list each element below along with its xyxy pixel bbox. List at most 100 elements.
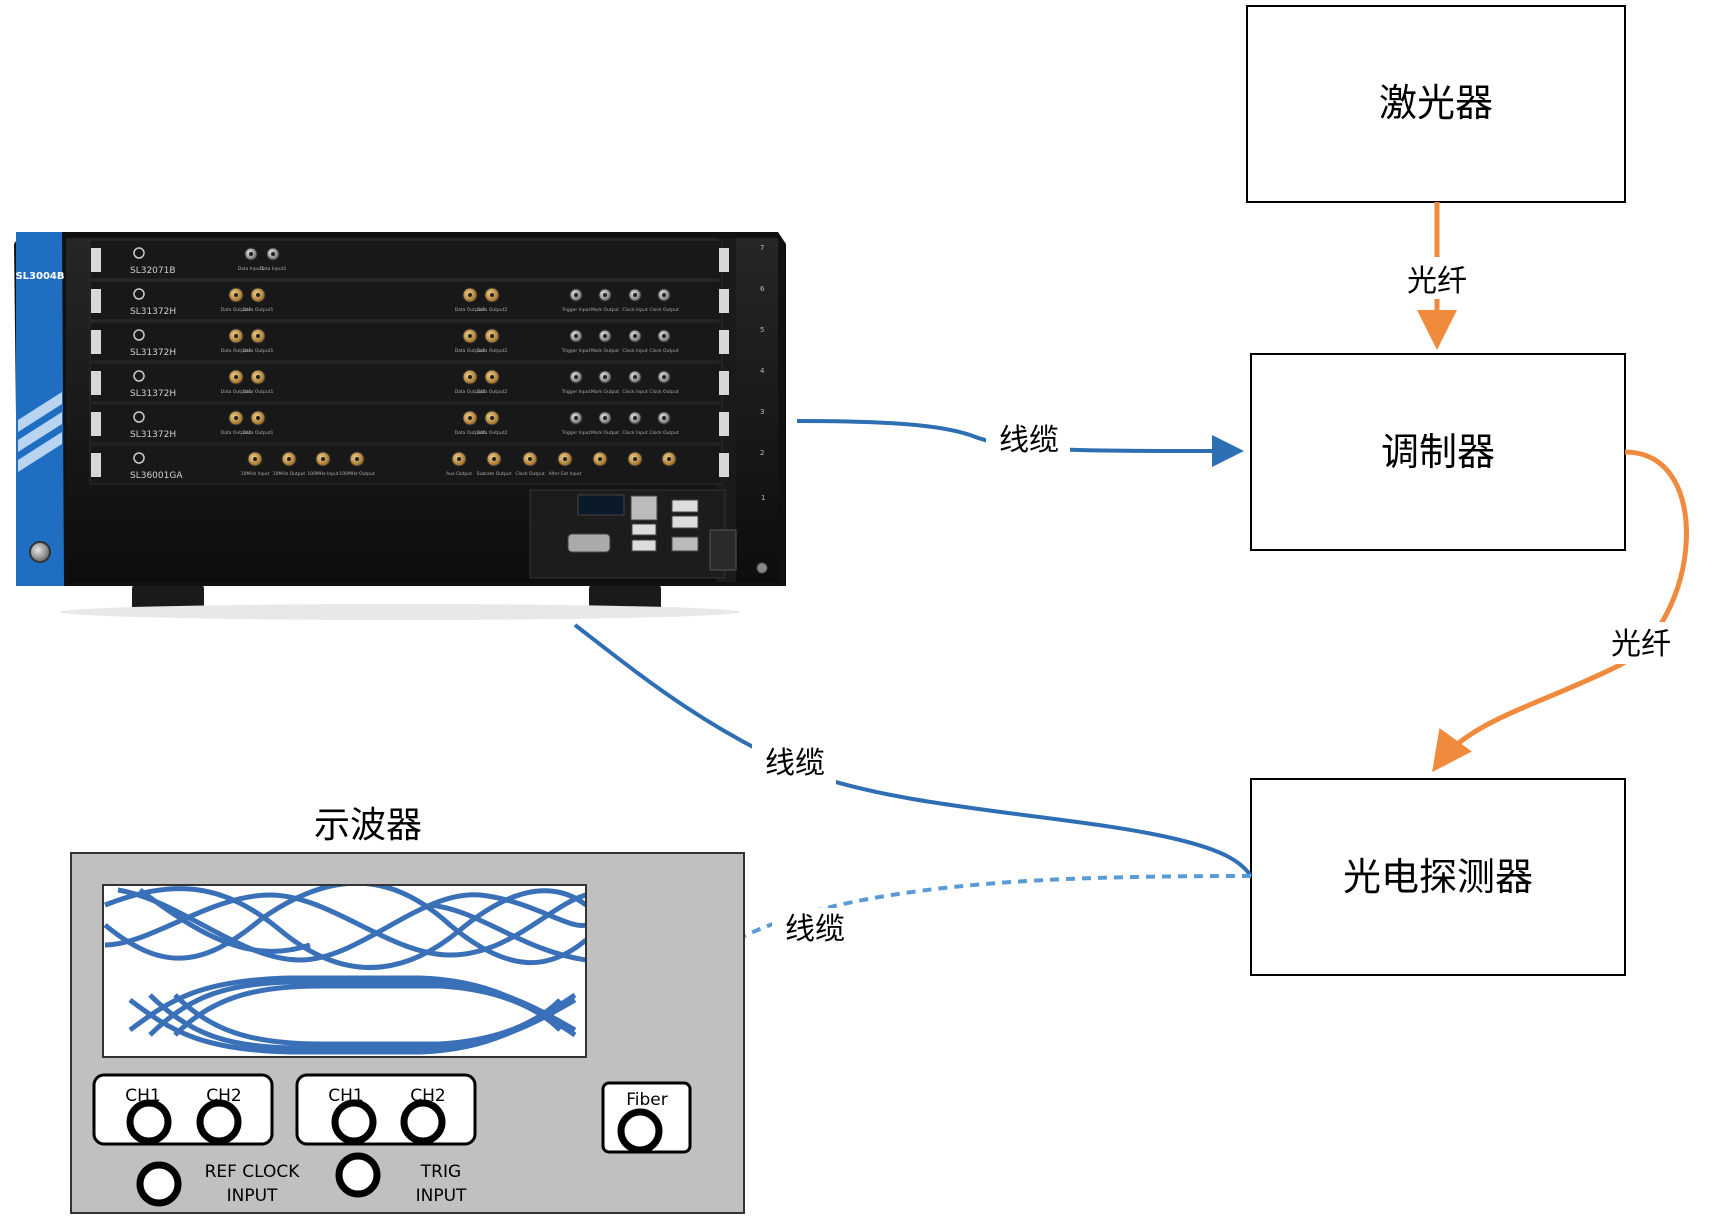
slot-latch-left[interactable] [91,330,101,354]
connector-label: Data Output2 [477,430,508,436]
trig-label-1: TRIG [420,1162,461,1182]
connector-pin [598,457,602,461]
connector-label: Clock Output [649,430,679,436]
slot-number: 4 [760,367,765,375]
usb-port-2[interactable] [631,539,657,552]
module-logo-icon [133,247,145,259]
ref-clock-label-2: INPUT [227,1186,278,1206]
connector-label: Data Output1 [243,307,274,313]
fiber-label-2: 光纤 [1611,627,1671,662]
slot-latch-left[interactable] [91,289,101,313]
slot-latch-right[interactable] [719,412,729,436]
laser-block: 激光器 [1246,5,1626,203]
slot-latch-left[interactable] [91,412,101,436]
connector-label: Data Output1 [221,430,252,436]
module-model: SL31372H [130,348,176,358]
ch2-connector-g1[interactable] [196,1099,242,1145]
connector-label: Aux Output [446,471,472,477]
connector-label: Clock Output [649,307,679,313]
connector-label: Data Output2 [455,307,486,313]
connector-pin [234,293,238,297]
connector-pin [468,416,472,420]
slot-number-1: 1 [761,494,765,502]
ch1-connector-g1[interactable] [126,1099,172,1145]
connector-pin [667,457,671,461]
connector-label: Data Output1 [243,389,274,395]
connector-pin [662,375,666,379]
connector-label: Trigger Input [561,430,591,436]
slot-latch-right[interactable] [719,371,729,395]
connector-pin [256,416,260,420]
usb-port-1[interactable] [631,523,657,536]
connector-pin [321,457,325,461]
chassis-foot-right [589,583,661,613]
controller-slot: 1 [529,489,765,579]
ground-terminal[interactable] [756,562,768,574]
usb-port-3[interactable] [671,499,699,513]
connector-pin [633,375,637,379]
slot-latch-left[interactable] [91,248,101,272]
connector-pin [271,252,275,256]
connector-pin [563,457,567,461]
connector-label: Mark Output [591,307,619,313]
connector-pin [457,457,461,461]
connector-label: 10MHz Input [241,471,270,477]
connector-pin [603,416,607,420]
connector-pin [603,293,607,297]
connector-pin [574,293,578,297]
modulator-block: 调制器 [1250,353,1626,551]
slot-latch-right[interactable] [719,248,729,272]
connector-pin [355,457,359,461]
cable-label-3: 线缆 [785,912,845,947]
connector-pin [234,375,238,379]
channel-group-1 [92,1073,274,1146]
ch1-connector-g2[interactable] [331,1099,377,1145]
connector-label: Data Output1 [221,348,252,354]
connector-label: Trigger Input [561,348,591,354]
connector-label: Clock Input [622,307,648,313]
slot-latch-right[interactable] [719,289,729,313]
connector-label: Data Output2 [477,389,508,395]
laser-label: 激光器 [1379,81,1493,125]
cable-label-1: 线缆 [999,423,1059,458]
connector-pin [468,375,472,379]
connector-label: Subrate Output [477,471,512,477]
connector-label: Data Output2 [477,307,508,313]
vga-port[interactable] [567,533,611,553]
fiber-connector[interactable] [617,1108,663,1154]
slot-latch-right[interactable] [719,453,729,477]
trig-label-2: INPUT [416,1186,467,1206]
ref-clock-connector[interactable] [136,1161,182,1207]
slot-latch-left[interactable] [91,453,101,477]
slot-latch-left[interactable] [91,371,101,395]
ch2-connector-g2[interactable] [400,1099,446,1145]
connector-label: Clock Input [622,430,648,436]
hdmi-port[interactable] [671,536,699,552]
connector-pin [249,252,253,256]
connector-pin [633,457,637,461]
connector-pin [603,375,607,379]
oscilloscope: 示波器 CH1 CH2 CH1 CH2 [70,805,745,1214]
connector-label: Data Output1 [243,348,274,354]
photodetector-block: 光电探测器 [1250,778,1626,976]
power-button[interactable] [29,541,51,563]
connector-pin [633,416,637,420]
connector-pin [492,457,496,461]
slot-latch-right[interactable] [719,330,729,354]
connector-pin [256,293,260,297]
usb-port-4[interactable] [671,515,699,529]
connector-pin [490,293,494,297]
module-model: SL31372H [130,307,176,317]
lan-port[interactable] [630,495,658,521]
connector-pin [234,416,238,420]
connector-label: Mark Output [591,348,619,354]
connector-pin [490,416,494,420]
connector-pin [256,375,260,379]
trig-connector[interactable] [335,1152,381,1198]
chassis-foot-left [132,583,204,613]
cable-awg-modulator [796,419,1244,467]
